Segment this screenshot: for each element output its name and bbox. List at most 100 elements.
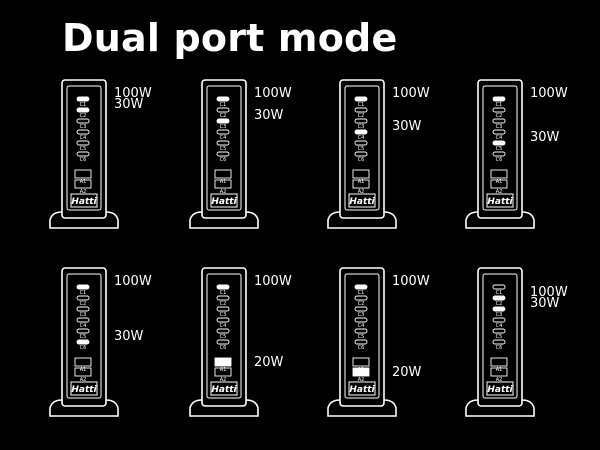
port-label: A1 [496, 179, 503, 185]
port-label: C1 [358, 102, 365, 108]
port-label: C1 [220, 290, 227, 296]
port-a1: A1 [490, 169, 508, 185]
port-label: C4 [358, 135, 365, 141]
wattage-label: 30W [530, 296, 560, 311]
port-label: C1 [496, 102, 503, 108]
port-c3: C3 [354, 306, 368, 318]
port-label: C1 [496, 290, 503, 296]
port-a2: A2 [352, 367, 370, 383]
charger-face [206, 85, 242, 211]
charger-face [344, 273, 380, 399]
port-a2: A2 [490, 179, 508, 195]
port-label: C5 [220, 146, 227, 152]
port-a1: A1 [490, 357, 508, 373]
port-c1: C1 [216, 284, 230, 296]
port-a2: A2 [214, 179, 232, 195]
port-label: C4 [496, 323, 503, 329]
port-c1: C1 [354, 96, 368, 108]
port-c5: C5 [216, 140, 230, 152]
charger-face [482, 85, 518, 211]
wattage-label: 100W [392, 274, 430, 289]
port-label: A1 [496, 367, 503, 373]
port-c6: C6 [354, 151, 368, 163]
port-c6: C6 [76, 151, 90, 163]
port-label: C4 [220, 323, 227, 329]
svg-text:Hatti: Hatti [349, 197, 375, 207]
port-label: A2 [496, 189, 503, 195]
port-c1: C1 [76, 284, 90, 296]
port-a1: A1 [74, 169, 92, 185]
brand-logo: Hatti [348, 381, 376, 396]
port-label: C3 [220, 312, 227, 318]
port-label: C1 [80, 290, 87, 296]
port-c6: C6 [354, 339, 368, 351]
port-c3: C3 [216, 118, 230, 130]
port-label: C6 [358, 345, 365, 351]
port-c6: C6 [76, 339, 90, 351]
port-c1: C1 [76, 96, 90, 108]
port-c1: C1 [354, 284, 368, 296]
wattage-label: 100W [392, 86, 430, 101]
port-label: C3 [496, 124, 503, 130]
port-c4: C4 [492, 317, 506, 329]
port-label: C3 [80, 124, 87, 130]
port-label: C6 [496, 157, 503, 163]
charger-body [339, 79, 385, 219]
charger-body [477, 79, 523, 219]
port-label: A2 [358, 377, 365, 383]
port-c3: C3 [492, 118, 506, 130]
port-label: C2 [220, 301, 227, 307]
charger-face [66, 273, 102, 399]
page-title: Dual port mode [62, 16, 398, 60]
port-label: C6 [220, 157, 227, 163]
wattage-label: 100W [254, 86, 292, 101]
port-c1: C1 [492, 284, 506, 296]
port-c1: C1 [216, 96, 230, 108]
port-c3: C3 [216, 306, 230, 318]
port-c3: C3 [76, 118, 90, 130]
port-label: C4 [496, 135, 503, 141]
port-c2: C2 [216, 107, 230, 119]
port-a1: A1 [74, 357, 92, 373]
charger-body [339, 267, 385, 407]
port-c3: C3 [76, 306, 90, 318]
port-label: C3 [358, 312, 365, 318]
port-label: A2 [220, 377, 227, 383]
charger-face [344, 85, 380, 211]
port-label: A2 [496, 377, 503, 383]
port-label: C5 [80, 334, 87, 340]
port-c5: C5 [216, 328, 230, 340]
svg-text:Hatti: Hatti [71, 197, 97, 207]
port-label: C3 [80, 312, 87, 318]
charger-face [66, 85, 102, 211]
wattage-label: 100W [114, 86, 152, 101]
svg-text:Hatti: Hatti [487, 197, 513, 207]
port-c2: C2 [216, 295, 230, 307]
brand-logo: Hatti [210, 193, 238, 208]
port-label: C2 [80, 301, 87, 307]
port-c3: C3 [354, 118, 368, 130]
wattage-label: 30W [114, 329, 144, 344]
wattage-label: 100W [530, 285, 568, 300]
port-c6: C6 [492, 151, 506, 163]
port-label: C4 [80, 323, 87, 329]
port-c5: C5 [492, 140, 506, 152]
wattage-label: 30W [392, 119, 422, 134]
charger-face [206, 273, 242, 399]
port-label: C4 [220, 135, 227, 141]
brand-logo: Hatti [210, 381, 238, 396]
port-label: C2 [358, 301, 365, 307]
svg-text:Hatti: Hatti [487, 385, 513, 395]
port-a2: A2 [490, 367, 508, 383]
brand-logo: Hatti [348, 193, 376, 208]
svg-text:Hatti: Hatti [211, 197, 237, 207]
port-c4: C4 [76, 129, 90, 141]
